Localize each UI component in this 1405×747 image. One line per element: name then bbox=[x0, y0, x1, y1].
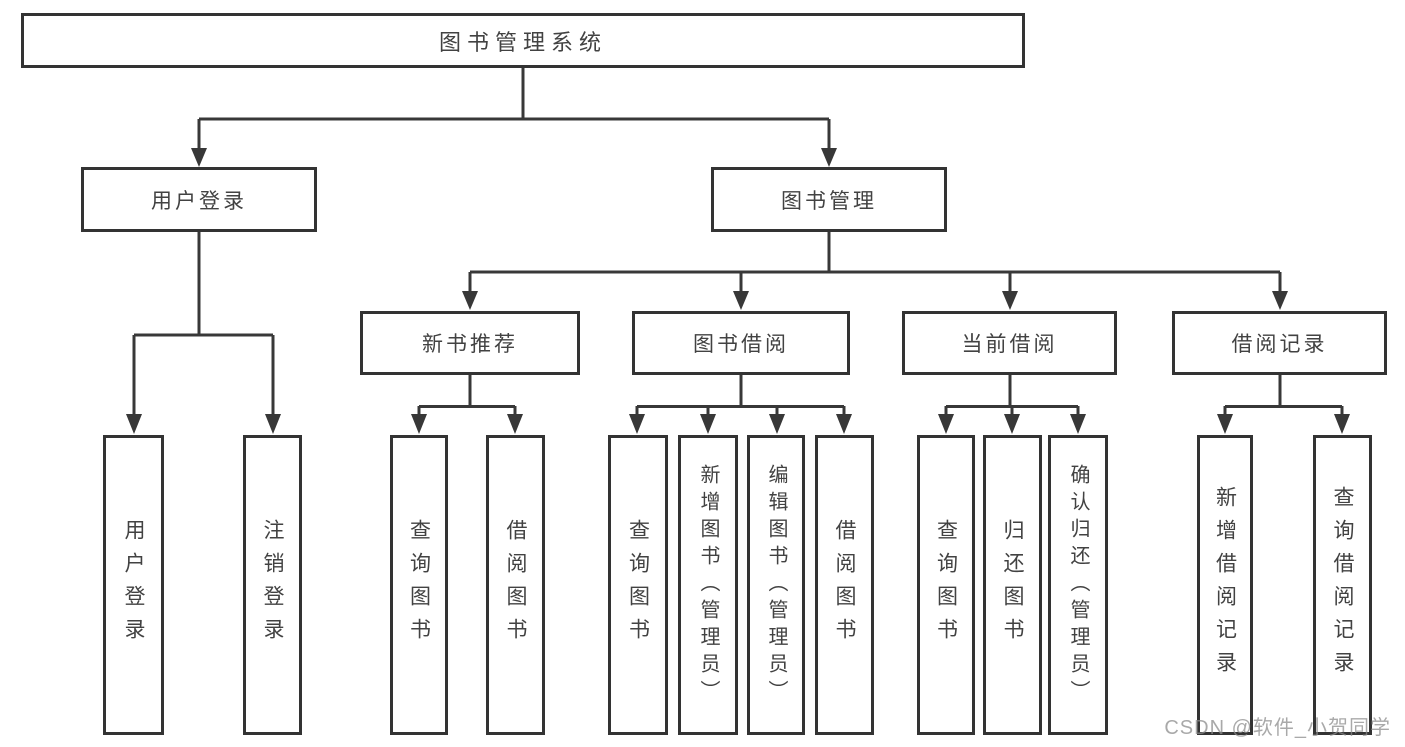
leaf-logout-label: 注销登录 bbox=[261, 519, 284, 651]
leaf-return-book-label: 归还图书 bbox=[1001, 519, 1024, 651]
leaf-return-book: 归还图书 bbox=[983, 435, 1042, 735]
arrowheads bbox=[126, 148, 1350, 434]
node-book-management: 图书管理 bbox=[711, 167, 947, 232]
leaf-edit-book-admin-label: 编辑图书（管理员） bbox=[765, 463, 787, 707]
leaf-query-borrow-record: 查询借阅记录 bbox=[1313, 435, 1372, 735]
node-borrowing-records: 借阅记录 bbox=[1172, 311, 1387, 375]
leaf-query-borrow-record-label: 查询借阅记录 bbox=[1331, 486, 1354, 684]
leaf-confirm-return-admin-label: 确认归还（管理员） bbox=[1067, 463, 1089, 707]
node-library-management-system: 图书管理系统 bbox=[21, 13, 1025, 68]
csdn-watermark: CSDN @软件_小贺同学 bbox=[1164, 717, 1391, 739]
leaf-query-books-2-label: 查询图书 bbox=[626, 519, 650, 651]
leaf-query-books-1: 查询图书 bbox=[390, 435, 448, 735]
node-current-borrowing: 当前借阅 bbox=[902, 311, 1117, 375]
leaf-user-login-label: 用户登录 bbox=[122, 519, 145, 651]
leaf-query-books-3-label: 查询图书 bbox=[934, 519, 958, 651]
leaf-borrow-books-1: 借阅图书 bbox=[486, 435, 545, 735]
leaf-add-book-admin: 新增图书（管理员） bbox=[678, 435, 738, 735]
leaf-borrow-books-2-label: 借阅图书 bbox=[833, 519, 856, 651]
leaf-borrow-books-2: 借阅图书 bbox=[815, 435, 874, 735]
leaf-query-books-1-label: 查询图书 bbox=[407, 519, 431, 651]
leaf-borrow-books-1-label: 借阅图书 bbox=[504, 519, 527, 651]
node-new-book-recommend: 新书推荐 bbox=[360, 311, 580, 375]
leaf-user-login: 用户登录 bbox=[103, 435, 164, 735]
leaf-query-books-2: 查询图书 bbox=[608, 435, 668, 735]
leaf-logout: 注销登录 bbox=[243, 435, 302, 735]
leaf-add-borrow-record: 新增借阅记录 bbox=[1197, 435, 1253, 735]
leaf-edit-book-admin: 编辑图书（管理员） bbox=[747, 435, 805, 735]
leaf-add-book-admin-label: 新增图书（管理员） bbox=[697, 463, 719, 707]
leaf-query-books-3: 查询图书 bbox=[917, 435, 975, 735]
leaf-add-borrow-record-label: 新增借阅记录 bbox=[1213, 486, 1237, 684]
node-book-borrowing: 图书借阅 bbox=[632, 311, 850, 375]
node-user-login: 用户登录 bbox=[81, 167, 317, 232]
leaf-confirm-return-admin: 确认归还（管理员） bbox=[1048, 435, 1108, 735]
